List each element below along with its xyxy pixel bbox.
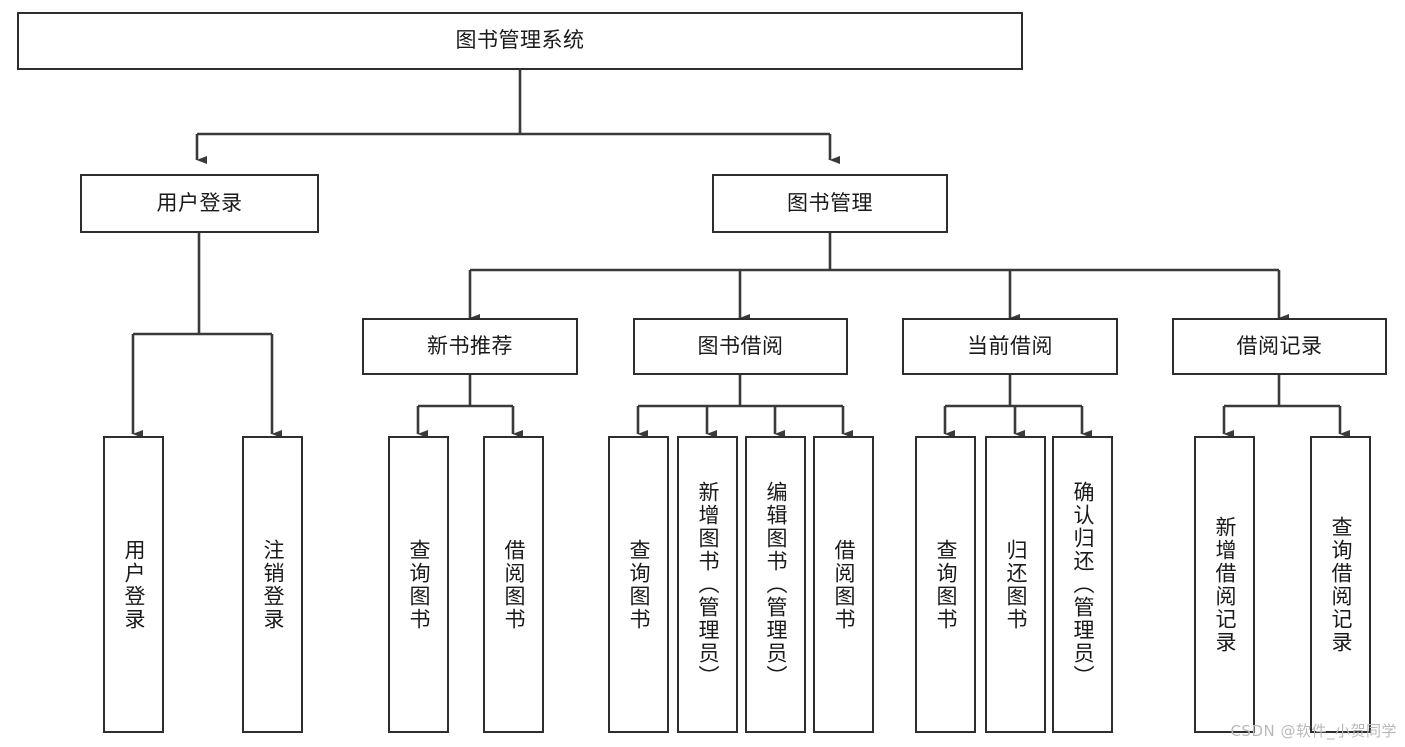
leaf-logout[interactable]: 注销登录 [242,436,303,733]
leaf-confirm-return-admin-label: 确认归还（管理员） [1071,481,1095,688]
node-new-book-recommend[interactable]: 新书推荐 [362,318,578,375]
leaf-query-book-recommend[interactable]: 查询图书 [388,436,449,733]
node-book-borrow[interactable]: 图书借阅 [633,318,848,375]
node-user-login[interactable]: 用户登录 [80,174,319,233]
leaf-add-book-admin-label: 新增图书（管理员） [696,481,720,688]
node-book-management-label: 图书管理 [787,190,873,215]
node-current-borrow[interactable]: 当前借阅 [902,318,1118,375]
node-book-management[interactable]: 图书管理 [712,174,948,233]
node-root[interactable]: 图书管理系统 [17,12,1023,70]
leaf-query-book-borrow[interactable]: 查询图书 [608,436,669,733]
node-user-login-label: 用户登录 [156,190,243,215]
leaf-query-book-current-label: 查询图书 [934,538,958,631]
node-new-book-recommend-label: 新书推荐 [427,333,513,358]
leaf-edit-book-admin[interactable]: 编辑图书（管理员） [745,436,806,733]
node-book-borrow-label: 图书借阅 [697,333,784,358]
leaf-user-login[interactable]: 用户登录 [103,436,164,733]
leaf-add-borrow-record[interactable]: 新增借阅记录 [1194,436,1255,733]
leaf-logout-label: 注销登录 [261,538,285,631]
node-current-borrow-label: 当前借阅 [967,333,1053,358]
leaf-add-borrow-record-label: 新增借阅记录 [1213,515,1237,654]
leaf-query-book-current[interactable]: 查询图书 [915,436,976,733]
leaf-query-borrow-record-label: 查询借阅记录 [1329,515,1353,654]
leaf-borrow-book-label: 借阅图书 [832,538,856,631]
node-borrow-records[interactable]: 借阅记录 [1172,318,1387,375]
node-borrow-records-label: 借阅记录 [1236,333,1323,358]
leaf-user-login-label: 用户登录 [122,538,146,631]
leaf-return-book-label: 归还图书 [1004,538,1028,631]
leaf-borrow-book-recommend-label: 借阅图书 [502,538,526,631]
leaf-query-borrow-record[interactable]: 查询借阅记录 [1310,436,1371,733]
node-root-label: 图书管理系统 [455,28,585,53]
leaf-confirm-return-admin[interactable]: 确认归还（管理员） [1052,436,1113,733]
leaf-query-book-recommend-label: 查询图书 [407,538,431,631]
leaf-edit-book-admin-label: 编辑图书（管理员） [764,481,788,688]
leaf-borrow-book-recommend[interactable]: 借阅图书 [483,436,544,733]
leaf-return-book[interactable]: 归还图书 [985,436,1046,733]
leaf-add-book-admin[interactable]: 新增图书（管理员） [677,436,738,733]
leaf-query-book-borrow-label: 查询图书 [627,538,651,631]
leaf-borrow-book[interactable]: 借阅图书 [813,436,874,733]
